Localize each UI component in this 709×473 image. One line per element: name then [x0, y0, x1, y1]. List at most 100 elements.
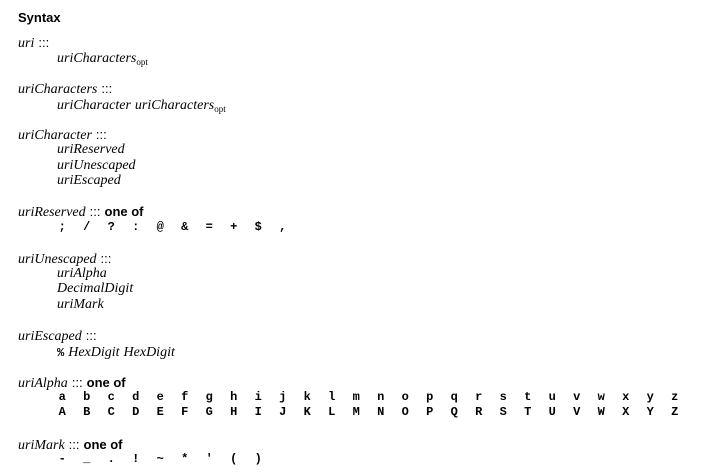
nonterminal-uriEscaped: uriEscaped	[18, 329, 82, 344]
terminal-char: R	[475, 405, 483, 419]
terminal-char: _	[83, 452, 91, 466]
terminal-char: &	[181, 220, 189, 234]
rhs-uriCharacters: uriCharacter uriCharactersopt	[57, 96, 226, 114]
terminal-char: y	[646, 390, 654, 404]
terminal-char: ,	[279, 220, 287, 234]
terminal-char: V	[573, 405, 581, 419]
alt-uriMark: uriMark	[57, 297, 104, 312]
production-uriAlpha: uriAlpha ::: one of	[18, 374, 126, 392]
terminal-char: G	[205, 405, 213, 419]
alt-uriEscaped: uriEscaped	[57, 173, 121, 188]
nonterminal-uriCharacters: uriCharacters	[134, 98, 215, 113]
terminal-char: )	[254, 452, 262, 466]
terminal-char: u	[548, 390, 556, 404]
terminal-char: D	[132, 405, 140, 419]
terminal-char: d	[132, 390, 140, 404]
one-of-keyword: one of	[104, 204, 144, 219]
terminal-char: a	[58, 390, 66, 404]
terminal-char: (	[230, 452, 238, 466]
rhs-uriEscaped: % HexDigit HexDigit	[57, 343, 175, 361]
terminal-char: E	[156, 405, 164, 419]
rhs-uri: uriCharactersopt	[57, 49, 148, 67]
alt-uriUnescaped: uriUnescaped	[57, 158, 136, 173]
terminal-char: i	[254, 390, 262, 404]
nonterminal-HexDigit: HexDigit	[123, 345, 175, 360]
alt-uriAlpha: uriAlpha	[57, 266, 107, 281]
terminal-char: -	[58, 452, 66, 466]
terminal-char: Q	[450, 405, 458, 419]
production-uriCharacters: uriCharacters :::	[18, 80, 112, 98]
terminal-char: H	[230, 405, 238, 419]
nonterminal-uriCharacters: uriCharacters	[57, 51, 137, 66]
terminal-char: r	[475, 390, 483, 404]
production-uri: uri :::	[18, 34, 49, 52]
terminal-char: q	[450, 390, 458, 404]
terminal-char: ;	[58, 220, 66, 234]
terminal-char: U	[548, 405, 556, 419]
terminal-char: T	[524, 405, 532, 419]
terminal-char: k	[303, 390, 311, 404]
terminal-char: O	[401, 405, 409, 419]
separator: :::	[100, 251, 112, 266]
terminal-char: ~	[156, 452, 164, 466]
terminal-char: f	[181, 390, 189, 404]
terminal-char: o	[401, 390, 409, 404]
nonterminal-HexDigit: HexDigit	[68, 345, 120, 360]
one-of-keyword: one of	[83, 437, 123, 452]
terminal-char: c	[107, 390, 115, 404]
terminal-char: L	[328, 405, 336, 419]
terminal-char: +	[230, 220, 238, 234]
terminal-char: /	[83, 220, 91, 234]
terminal-char: h	[230, 390, 238, 404]
terminal-char: A	[58, 405, 66, 419]
terminal-char: n	[377, 390, 385, 404]
terminal-char: M	[352, 405, 360, 419]
nonterminal-uri: uri	[18, 36, 35, 51]
production-uriReserved: uriReserved ::: one of	[18, 203, 144, 221]
nonterminal-uriUnescaped: uriUnescaped	[18, 252, 97, 267]
terminal-char: S	[499, 405, 507, 419]
alt-uriReserved: uriReserved	[57, 142, 125, 157]
separator: :::	[95, 127, 107, 142]
terminal-char: '	[205, 452, 213, 466]
nonterminal-uriReserved: uriReserved	[18, 205, 86, 220]
terminal-char: K	[303, 405, 311, 419]
production-uriUnescaped: uriUnescaped :::	[18, 250, 111, 268]
terminal-char: l	[328, 390, 336, 404]
terminal-char: $	[254, 220, 262, 234]
terminal-char: v	[573, 390, 581, 404]
opt-subscript: opt	[136, 57, 148, 67]
terminal-char: W	[597, 405, 605, 419]
terminal-char: @	[156, 220, 164, 234]
nonterminal-uriCharacters: uriCharacters	[18, 82, 98, 97]
production-uriEscaped: uriEscaped :::	[18, 327, 97, 345]
terminal-char: !	[132, 452, 140, 466]
nonterminal-uriAlpha: uriAlpha	[18, 376, 68, 391]
terminal-char: b	[83, 390, 91, 404]
page-title: Syntax	[18, 10, 61, 25]
terminal-char: I	[254, 405, 262, 419]
nonterminal-uriCharacter: uriCharacter	[18, 128, 92, 143]
separator: :::	[89, 204, 101, 219]
terminal-char: Y	[646, 405, 654, 419]
terminal-char: J	[279, 405, 287, 419]
separator: :::	[68, 437, 80, 452]
terminal-char: e	[156, 390, 164, 404]
terminal-char: ?	[107, 220, 115, 234]
one-of-keyword: one of	[86, 375, 126, 390]
terminal-char: p	[426, 390, 434, 404]
terminal-char: C	[107, 405, 115, 419]
terminal-char: F	[181, 405, 189, 419]
mark-chars-row: -_.!~*'()	[50, 452, 271, 466]
terminal-char: m	[352, 390, 360, 404]
separator: :::	[38, 35, 50, 50]
separator: :::	[71, 375, 83, 390]
percent-char: %	[57, 346, 65, 360]
terminal-char: g	[205, 390, 213, 404]
opt-subscript: opt	[214, 104, 226, 114]
production-uriMark: uriMark ::: one of	[18, 436, 123, 454]
reserved-chars-row: ; /?: @ & = + $,	[50, 220, 295, 234]
terminal-char: =	[205, 220, 213, 234]
terminal-char: :	[132, 220, 140, 234]
